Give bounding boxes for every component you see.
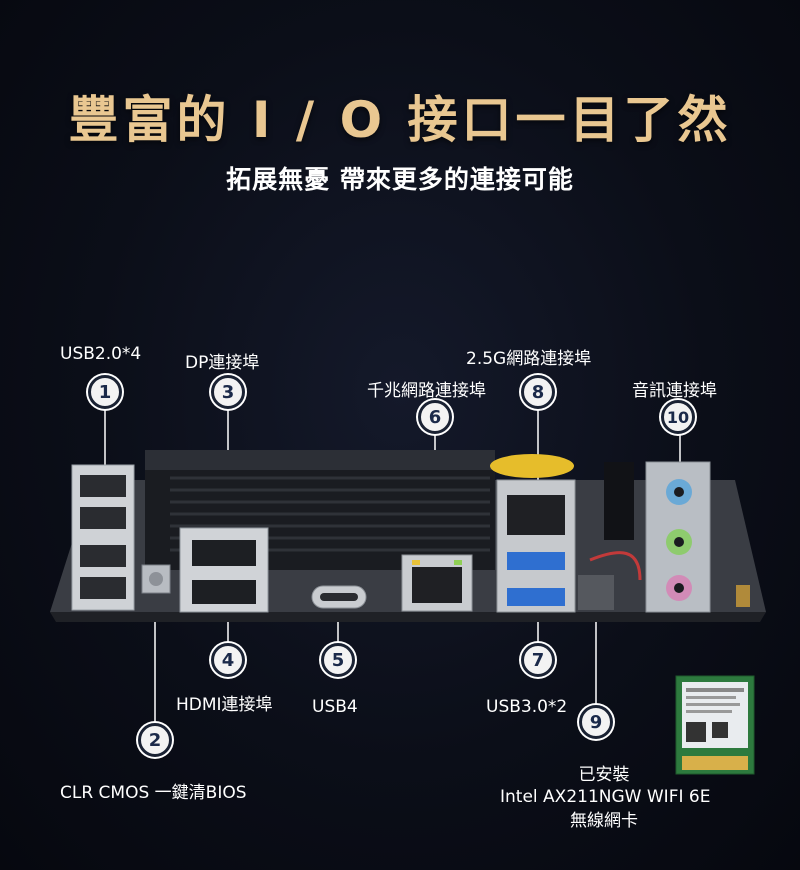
wifi-card xyxy=(675,675,755,775)
label-hdmi: HDMI連接埠 xyxy=(176,695,273,715)
label-usb4: USB4 xyxy=(312,697,358,717)
label-usb2: USB2.0*4 xyxy=(60,344,142,364)
badge-9: 9 xyxy=(579,705,613,739)
badge-2: 2 xyxy=(138,723,172,757)
label-audio: 音訊連接埠 xyxy=(632,381,717,401)
dp-hdmi-stack xyxy=(179,527,269,613)
label-wifi-model: Intel AX211NGW WIFI 6E xyxy=(500,787,711,807)
badge-10: 10 xyxy=(661,400,695,434)
label-usb3: USB3.0*2 xyxy=(486,697,568,717)
subheadline: 拓展無憂 帶來更多的連接可能 xyxy=(226,165,574,194)
badge-8: 8 xyxy=(521,375,555,409)
wifi-antenna-connector xyxy=(578,462,642,610)
audio-jacks xyxy=(645,461,750,613)
label-wifi-type: 無線網卡 xyxy=(570,811,638,831)
label-dp: DP連接埠 xyxy=(185,353,260,373)
gigabit-lan-port xyxy=(401,554,473,612)
label-gigabit-lan: 千兆網路連接埠 xyxy=(367,381,486,401)
badge-5: 5 xyxy=(321,643,355,677)
badge-1: 1 xyxy=(88,375,122,409)
usb4-port xyxy=(311,585,367,609)
label-wifi-installed: 已安裝 xyxy=(578,765,630,785)
label-lan25: 2.5G網路連接埠 xyxy=(466,349,592,369)
badge-6: 6 xyxy=(418,400,452,434)
clr-cmos-button xyxy=(141,564,171,594)
badge-7: 7 xyxy=(521,643,555,677)
badge-3: 3 xyxy=(211,375,245,409)
badge-4: 4 xyxy=(211,643,245,677)
label-clr-cmos: CLR CMOS 一鍵清BIOS xyxy=(60,783,247,803)
usb2-stack xyxy=(71,464,135,611)
headline: 豐富的 I / O 接口一目了然 xyxy=(68,91,732,149)
lan25-usb3-stack xyxy=(490,454,576,613)
